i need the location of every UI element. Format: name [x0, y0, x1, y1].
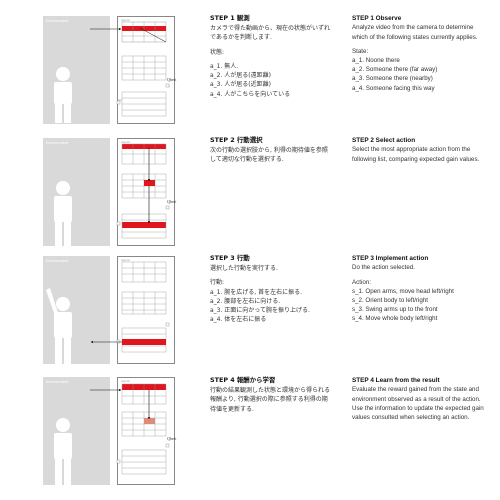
jp-list-item: a_1. 腕を広げる, 首を左右に振る. — [210, 288, 303, 296]
jp-step-sub: 状態: — [210, 48, 225, 56]
en-step-2: STEP 2 Select action Select the most app… — [352, 136, 484, 164]
jp-step-4: STEP 4 報酬から学習 行動の結果観測した状態と環境から得られる報酬より, … — [210, 376, 332, 414]
en-step-sub: State: — [352, 47, 369, 55]
en-list-item: s_4. Move whole body left/right — [352, 315, 438, 323]
en-list-item: s_3. Swing arms up to the front — [352, 306, 438, 314]
jp-step-text: カメラで得た動画から、現在の状態がいずれであるかを判断します. — [210, 24, 331, 42]
environment-panel-1: Environment — [43, 16, 110, 124]
agent-2-graphics — [116, 143, 170, 239]
en-step-1: STEP 1 Observe Analyze video from the ca… — [352, 14, 484, 93]
agent-1-graphics — [90, 21, 170, 117]
jp-step-title: STEP 3 行動 — [210, 254, 250, 262]
qbest-label-1: Qbest — [167, 77, 177, 82]
person-figure-1 — [54, 67, 72, 123]
environment-panel-4: Environment — [43, 377, 110, 485]
environment-label: Environment — [46, 140, 69, 145]
en-list-item: s_1. Open arms, move head left/right — [352, 287, 454, 295]
jp-list-item: a_3. 正面に向かって腕を振り上げる. — [210, 307, 310, 315]
agent-3-graphics — [90, 261, 170, 353]
en-step-3: STEP 3 Implement action Do the action se… — [352, 254, 484, 324]
jp-step-text: 選択した行動を実行する. — [210, 264, 278, 272]
agent-label: Agent — [121, 18, 130, 22]
en-list-item: s_2. Orient body to left/right — [352, 296, 429, 304]
qbest-label-2: Qbest — [167, 199, 177, 204]
jp-step-3: STEP 3 行動 選択した行動を実行する. 行動: a_1. 腕を広げる, 首… — [210, 254, 332, 325]
jp-step-title: STEP 2 行動選択 — [210, 136, 263, 144]
en-step-text: Analyze video from the camera to determi… — [352, 24, 478, 41]
en-list-item: a_4. Someone facing this way — [352, 84, 435, 92]
jp-list-item: a_2. 腰部を左右に向ける. — [210, 297, 281, 305]
environment-label: Environment — [46, 258, 69, 263]
jp-step-1: STEP 1 観測 カメラで得た動画から、現在の状態がいずれであるかを判断します… — [210, 14, 332, 99]
en-step-title: STEP 3 Implement action — [352, 255, 429, 262]
en-step-title: STEP 1 Observe — [352, 15, 402, 22]
en-step-text: Evaluate the reward gained from the stat… — [352, 386, 484, 421]
environment-label: Environment — [46, 18, 69, 23]
agent-label: Agent — [121, 258, 130, 262]
en-step-4: STEP 4 Learn from the result Evaluate th… — [352, 376, 484, 422]
en-list-item: a_3. Someone there (nearby) — [352, 75, 433, 83]
jp-list-item: a_4. 人がこちらを向いている — [210, 90, 291, 98]
jp-step-text: 次の行動の選択肢から, 利得の期待値を参照して適切な行動を選択する. — [210, 146, 328, 164]
en-step-title: STEP 2 Select action — [352, 137, 416, 144]
environment-panel-2: Environment — [43, 138, 110, 246]
environment-label: Environment — [46, 379, 69, 384]
jp-step-title: STEP 4 報酬から学習 — [210, 376, 276, 384]
jp-step-text: 行動の結果観測した状態と環境から得られる報酬より, 行動選択の際に参照する利得の… — [210, 386, 331, 413]
en-step-text: Select the most appropriate action from … — [352, 146, 480, 163]
person-figure-2 — [54, 181, 72, 246]
agent-label: Agent — [121, 140, 130, 144]
person-figure-4 — [54, 418, 72, 485]
jp-step-sub: 行動: — [210, 279, 225, 287]
agent-4-graphics — [90, 383, 170, 475]
agent-box-1: Agent — [117, 16, 175, 124]
qbest-label-4: Qbest — [167, 436, 177, 441]
jp-list-item: a_2. 人が居る(遠距離) — [210, 72, 271, 80]
jp-list-item: a_1. 無人. — [210, 62, 239, 70]
person-figure-3 — [46, 288, 72, 364]
jp-list-item: a_3. 人が居る(近距離) — [210, 81, 271, 89]
jp-step-title: STEP 1 観測 — [210, 14, 250, 22]
jp-list-item: a_4. 体を左右に振る — [210, 316, 267, 324]
en-list-item: a_2. Someone there (far away) — [352, 66, 438, 74]
jp-step-2: STEP 2 行動選択 次の行動の選択肢から, 利得の期待値を参照して適切な行動… — [210, 136, 332, 165]
en-step-text: Do the action selected. — [352, 264, 415, 272]
en-step-title: STEP 4 Learn from the result — [352, 377, 440, 384]
en-list-item: a_1. Noone there — [352, 56, 400, 64]
agent-box-4: Agent — [117, 377, 175, 485]
en-step-sub: Action: — [352, 278, 371, 286]
agent-label: Agent — [121, 379, 130, 383]
